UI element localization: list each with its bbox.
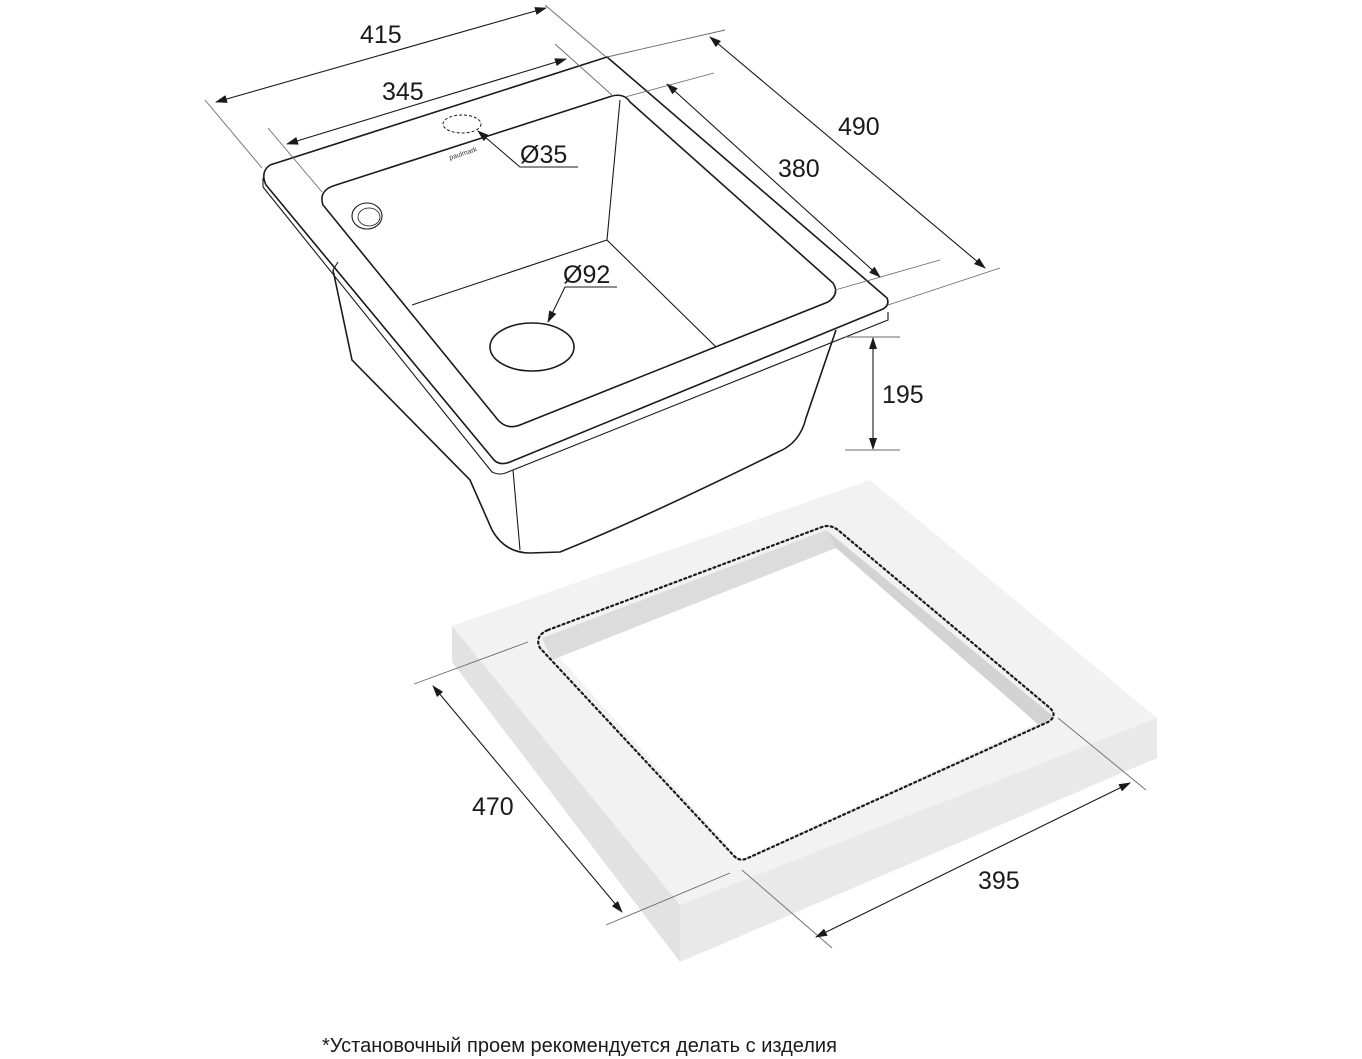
countertop-cutout bbox=[452, 480, 1157, 962]
label-drain-hole: Ø92 bbox=[563, 261, 610, 289]
leader-tap-hole bbox=[477, 130, 578, 168]
label-overall-depth: 490 bbox=[838, 113, 880, 141]
tap-hole-marking bbox=[442, 114, 482, 134]
label-cutout-width: 395 bbox=[978, 867, 1020, 895]
leader-drain-hole bbox=[547, 286, 617, 323]
countertop-dimensions bbox=[413, 641, 1147, 949]
label-bowl-height: 195 bbox=[882, 381, 924, 409]
dim-line-380 bbox=[666, 83, 881, 278]
brand-logo: paulmark bbox=[448, 146, 478, 162]
label-overall-width: 415 bbox=[360, 21, 402, 49]
overflow-hole bbox=[351, 202, 383, 230]
drain-hole bbox=[489, 322, 575, 372]
sink-outline bbox=[262, 56, 889, 554]
cutout-outline bbox=[537, 524, 1055, 861]
dim-line-345 bbox=[286, 58, 567, 145]
label-tap-hole: Ø35 bbox=[520, 141, 567, 169]
sink-dimensions bbox=[204, 4, 1001, 451]
footnote: *Установочный проем рекомендуется делать… bbox=[322, 1035, 837, 1057]
label-bowl-width: 345 bbox=[382, 78, 424, 106]
label-cutout-depth: 470 bbox=[472, 793, 514, 821]
rim-top bbox=[262, 56, 889, 465]
label-bowl-depth: 380 bbox=[778, 155, 820, 183]
dim-line-490 bbox=[709, 36, 986, 269]
dim-line-415 bbox=[215, 7, 547, 103]
dim-line-395 bbox=[815, 782, 1131, 938]
dim-line-470 bbox=[432, 685, 623, 913]
